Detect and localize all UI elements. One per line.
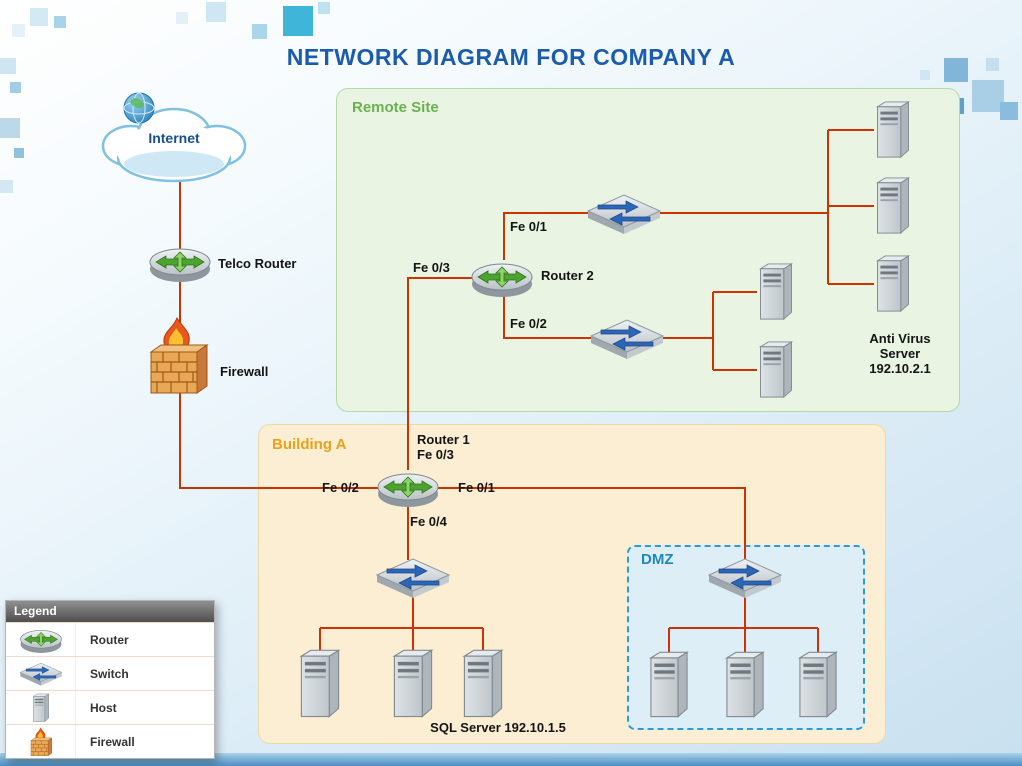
sql-server-label: SQL Server 192.10.1.5 bbox=[430, 720, 566, 735]
decorative-square bbox=[0, 118, 20, 138]
decorative-square bbox=[10, 82, 21, 93]
host-icon bbox=[872, 100, 914, 160]
legend-row-switch: Switch bbox=[6, 656, 214, 690]
decorative-square bbox=[944, 58, 968, 82]
wire-router2-switch-top bbox=[503, 212, 590, 260]
decorative-square bbox=[0, 58, 16, 74]
host-icon bbox=[6, 691, 76, 724]
dmz-label: DMZ bbox=[641, 551, 674, 568]
dmz-server-3-node[interactable] bbox=[794, 650, 842, 720]
decorative-square bbox=[283, 6, 313, 36]
sql-server-3-node[interactable] bbox=[458, 648, 508, 720]
decorative-square bbox=[206, 2, 226, 22]
router2-label: Router 2 bbox=[541, 268, 594, 283]
bottom-decorative-bar bbox=[0, 753, 1022, 766]
building-switch-node[interactable] bbox=[373, 554, 453, 600]
dmz-switch-node[interactable] bbox=[705, 554, 785, 600]
switch-icon bbox=[373, 554, 453, 600]
host-icon bbox=[295, 648, 345, 720]
decorative-square bbox=[318, 2, 330, 14]
building-a-label: Building A bbox=[272, 436, 347, 453]
switch-icon bbox=[587, 315, 667, 361]
router1-label: Router 1 bbox=[417, 432, 470, 447]
wire-router1-dmz-switch bbox=[438, 487, 746, 560]
decorative-square bbox=[920, 70, 930, 80]
antivirus-server-2-node[interactable] bbox=[755, 340, 797, 400]
router1-fe01-label: Fe 0/1 bbox=[458, 480, 495, 495]
decorative-square bbox=[972, 80, 1004, 112]
legend-label-router: Router bbox=[90, 632, 129, 647]
host-icon bbox=[872, 254, 914, 314]
decorative-square bbox=[14, 148, 24, 158]
legend-title: Legend bbox=[6, 601, 214, 622]
router-icon bbox=[148, 241, 212, 285]
decorative-square bbox=[12, 24, 25, 37]
decorative-square bbox=[1000, 102, 1018, 120]
sql-server-1-node[interactable] bbox=[295, 648, 345, 720]
decorative-square bbox=[986, 58, 999, 71]
router1-fe02-label: Fe 0/2 bbox=[322, 480, 359, 495]
region-remote-site bbox=[336, 88, 960, 412]
decorative-square bbox=[176, 12, 188, 24]
host-icon bbox=[721, 650, 769, 720]
host-icon bbox=[755, 262, 797, 322]
router2-node[interactable] bbox=[470, 256, 534, 300]
diagram-title: NETWORK DIAGRAM FOR COMPANY A bbox=[286, 44, 736, 70]
decorative-square bbox=[54, 16, 66, 28]
remote-server-3-node[interactable] bbox=[872, 254, 914, 314]
decorative-square bbox=[0, 180, 13, 193]
remote-server-2-node[interactable] bbox=[872, 176, 914, 236]
router2-fe03-label: Fe 0/3 bbox=[413, 260, 450, 275]
legend-row-host: Host bbox=[6, 690, 214, 724]
switch-icon bbox=[584, 190, 664, 236]
telco-router-label: Telco Router bbox=[218, 256, 297, 271]
legend-label-firewall: Firewall bbox=[90, 734, 135, 749]
decorative-square bbox=[252, 24, 267, 39]
wire-router1-router2 bbox=[407, 277, 474, 470]
router2-fe02-label: Fe 0/2 bbox=[510, 316, 547, 331]
router-icon bbox=[376, 466, 440, 510]
host-icon bbox=[794, 650, 842, 720]
internet-label: Internet bbox=[148, 130, 200, 146]
legend-panel: Legend Router Switch Host Firewall bbox=[5, 600, 215, 759]
remote-server-1-node[interactable] bbox=[872, 100, 914, 160]
firewall-icon bbox=[143, 316, 213, 396]
router2-fe01-label: Fe 0/1 bbox=[510, 219, 547, 234]
host-icon bbox=[645, 650, 693, 720]
firewall-node[interactable] bbox=[143, 316, 213, 396]
wire-firewall-router1 bbox=[179, 392, 380, 489]
legend-label-host: Host bbox=[90, 700, 117, 715]
wire-router2-switch-bottom bbox=[503, 296, 591, 339]
decorative-square bbox=[30, 8, 48, 26]
host-icon bbox=[458, 648, 508, 720]
antivirus-server-label: Anti Virus Server 192.10.2.1 bbox=[869, 331, 931, 376]
antivirus-server-1-node[interactable] bbox=[755, 262, 797, 322]
host-icon bbox=[388, 648, 438, 720]
router1-node[interactable] bbox=[376, 466, 440, 510]
firewall-label: Firewall bbox=[220, 364, 269, 379]
remote-switch-bottom-node[interactable] bbox=[587, 315, 667, 361]
dmz-server-1-node[interactable] bbox=[645, 650, 693, 720]
legend-row-firewall: Firewall bbox=[6, 724, 214, 758]
remote-switch-top-node[interactable] bbox=[584, 190, 664, 236]
router1-fe04-label: Fe 0/4 bbox=[410, 514, 447, 529]
remote-site-label: Remote Site bbox=[352, 99, 439, 116]
legend-row-router: Router bbox=[6, 622, 214, 656]
legend-label-switch: Switch bbox=[90, 666, 129, 681]
router-icon bbox=[6, 623, 76, 656]
router-icon bbox=[470, 256, 534, 300]
router1-fe03-label: Fe 0/3 bbox=[417, 447, 454, 462]
sql-server-2-node[interactable] bbox=[388, 648, 438, 720]
host-icon bbox=[755, 340, 797, 400]
telco-router-node[interactable] bbox=[148, 241, 212, 285]
dmz-server-2-node[interactable] bbox=[721, 650, 769, 720]
firewall-icon bbox=[6, 725, 76, 758]
switch-icon bbox=[6, 657, 76, 690]
host-icon bbox=[872, 176, 914, 236]
switch-icon bbox=[705, 554, 785, 600]
